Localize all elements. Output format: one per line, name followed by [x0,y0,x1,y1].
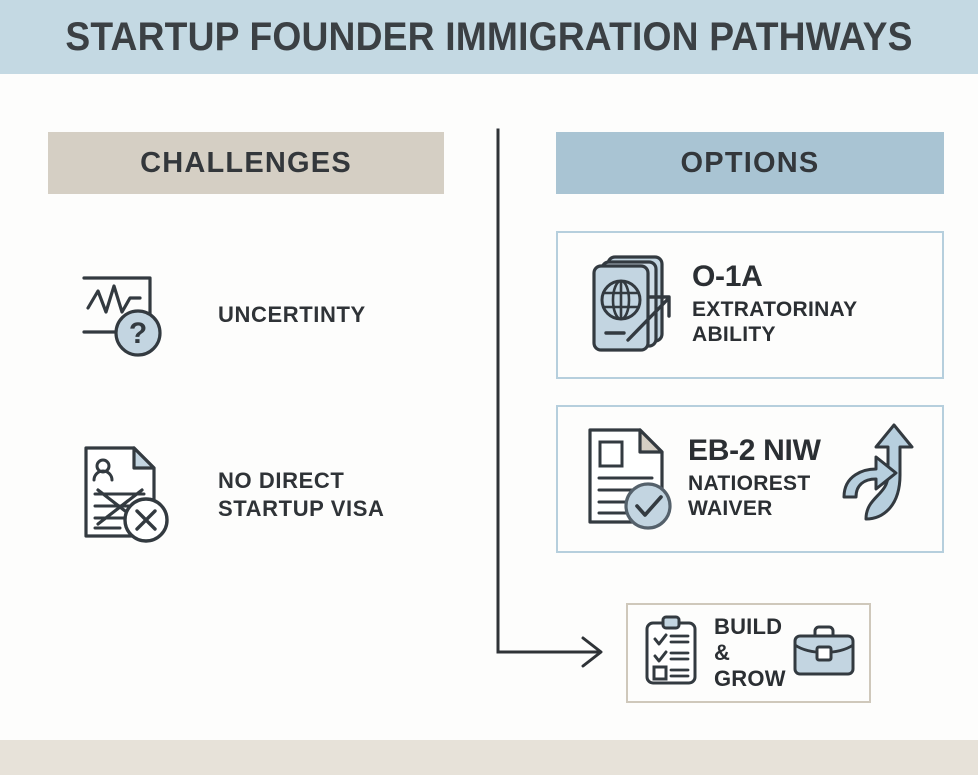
challenge-label: NO DIRECT STARTUP VISA [218,467,385,521]
chart-question-icon: ? [76,260,184,370]
clipboard-checklist-icon [642,615,700,692]
footer-band [0,740,978,775]
header-band [0,0,978,74]
document-crossed-out-icon [76,440,184,550]
outcome-label: BUILD & GROW [714,614,786,691]
options-heading: OPTIONS [556,132,944,194]
challenge-label: UNCERTINTY [218,301,366,327]
document-check-icon [582,422,678,537]
option-card-o1a[interactable]: O-1A EXTRATORINAY ABILITY [556,231,944,379]
option-text-o1a: O-1A EXTRATORINAY ABILITY [692,260,942,348]
option-subtitle: EXTRATORINAY ABILITY [692,297,858,347]
option-title: O-1A [692,260,763,294]
option-subtitle: NATIOREST WAIVER [688,471,811,521]
challenge-item-no-startup-visa: NO DIRECT STARTUP VISA [76,440,385,550]
briefcase-icon [791,623,857,684]
option-title: EB-2 NIW [688,434,821,468]
outcome-card-build-and-grow[interactable]: BUILD & GROW [626,603,871,703]
curved-up-arrow-icon [842,419,928,540]
outcome-text: BUILD & GROW [714,614,791,692]
page-title: STARTUP FOUNDER IMMIGRATION PATHWAYS [65,14,913,59]
challenge-item-uncertainty: ? UNCERTINTY [76,260,366,370]
challenges-heading: CHALLENGES [48,132,444,194]
passport-globe-arrow-icon [584,248,682,363]
option-card-eb2-niw[interactable]: EB-2 NIW NATIOREST WAIVER [556,405,944,553]
svg-text:?: ? [129,317,147,350]
option-text-eb2-niw: EB-2 NIW NATIOREST WAIVER [688,434,842,522]
connector-arrow [480,120,620,680]
